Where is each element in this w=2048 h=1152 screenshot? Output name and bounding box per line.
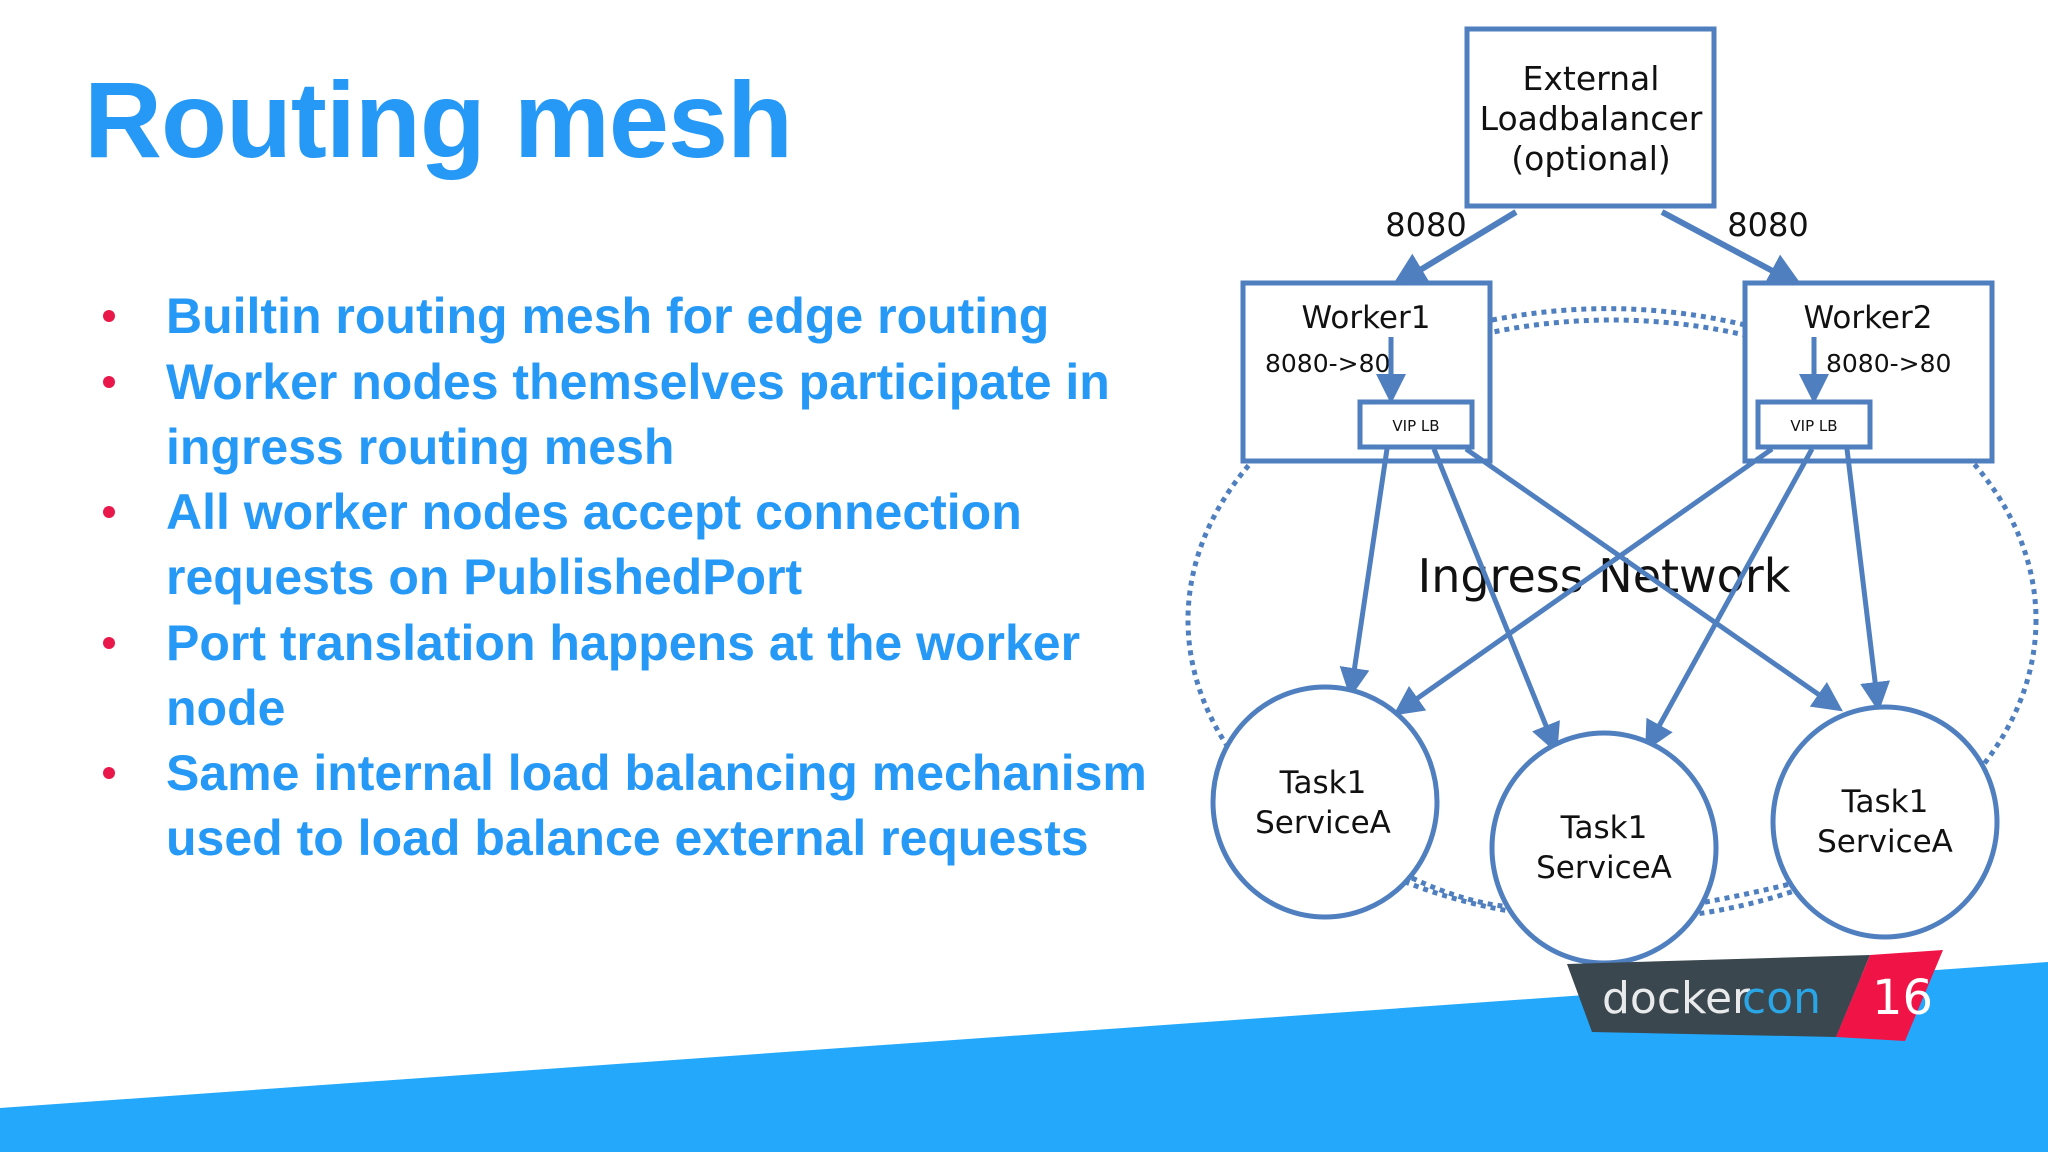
worker1-vip-lb-label: VIP LB xyxy=(1392,417,1439,435)
external-lb-line-3: (optional) xyxy=(1511,139,1671,178)
task-node-3-line-2: ServiceA xyxy=(1817,824,1953,860)
logo-dark-panel xyxy=(1567,955,1870,1037)
arrow-w2-to-task2 xyxy=(1645,447,1815,752)
external-lb-line-1: External xyxy=(1523,59,1660,98)
bullet-3-line-1: All worker nodes accept connection xyxy=(166,484,1022,540)
worker2-name: Worker2 xyxy=(1804,300,1933,336)
bullet-dot-icon xyxy=(103,376,115,388)
worker2-box xyxy=(1742,280,1995,464)
logo-year: 16 xyxy=(1872,970,1933,1026)
worker-link-dashed xyxy=(1491,306,1746,328)
bullet-dot-icon xyxy=(103,506,115,518)
worker2-port-mapping: 8080->80 xyxy=(1826,349,1951,378)
external-loadbalancer-box xyxy=(1464,26,1717,209)
worker1-name: Worker1 xyxy=(1302,300,1431,336)
worker2-vip-lb-label: VIP LB xyxy=(1790,417,1837,435)
arrow-lb-to-worker1 xyxy=(1390,209,1518,288)
arrow-w2-to-task3 xyxy=(1844,448,1891,712)
bullet-4-line-1: Port translation happens at the worker xyxy=(166,615,1081,671)
task-node-2 xyxy=(1489,730,1719,966)
dockercon-logo: docker con 16 xyxy=(1567,950,1943,1041)
bullet-5-line-2: used to load balance external requests xyxy=(166,810,1089,866)
logo-word-docker: docker xyxy=(1602,973,1751,1024)
bullet-1-line-1: Builtin routing mesh for edge routing xyxy=(166,288,1050,344)
external-lb-line-2: Loadbalancer xyxy=(1480,99,1703,138)
logo-word-con: con xyxy=(1742,973,1821,1024)
task-node-1 xyxy=(1210,684,1440,920)
ingress-network-label: Ingress Network xyxy=(1418,549,1791,603)
bullet-5-line-1: Same internal load balancing mechanism xyxy=(166,745,1147,801)
worker1-port-mapping: 8080->80 xyxy=(1265,349,1390,378)
task-node-1-line-1: Task1 xyxy=(1279,765,1367,801)
bullet-4-line-2: node xyxy=(166,680,286,736)
task-node-1-line-2: ServiceA xyxy=(1255,805,1391,841)
bullet-dot-icon xyxy=(103,767,115,779)
arrow-w1-to-task2 xyxy=(1431,448,1560,754)
arrow-w1-to-task1 xyxy=(1339,448,1390,698)
arrow-w2-to-task1 xyxy=(1393,446,1774,716)
bullet-2-line-1: Worker nodes themselves participate in xyxy=(166,354,1110,410)
bullet-3-line-2: requests on PublishedPort xyxy=(166,549,803,605)
bullet-dot-icon xyxy=(103,310,115,322)
worker1-vip-lb-box xyxy=(1357,399,1475,450)
bullet-2-line-2: ingress routing mesh xyxy=(166,419,675,475)
port-label-right: 8080 xyxy=(1727,206,1808,244)
arrow-w1-to-task3 xyxy=(1464,446,1843,712)
task-node-3-line-1: Task1 xyxy=(1841,784,1929,820)
task-node-3 xyxy=(1770,704,2000,940)
port-label-left: 8080 xyxy=(1385,206,1466,244)
task-link-dashed-1 xyxy=(1410,875,1516,910)
worker2-vip-lb-box xyxy=(1755,399,1873,450)
task-node-2-line-2: ServiceA xyxy=(1536,850,1672,886)
footer-band xyxy=(0,962,2048,1152)
task-node-2-line-1: Task1 xyxy=(1560,810,1648,846)
bullet-dot-icon xyxy=(103,637,115,649)
arrow-lb-to-worker2 xyxy=(1660,209,1804,288)
slide-title: Routing mesh xyxy=(84,59,793,180)
logo-red-panel xyxy=(1836,950,1943,1041)
